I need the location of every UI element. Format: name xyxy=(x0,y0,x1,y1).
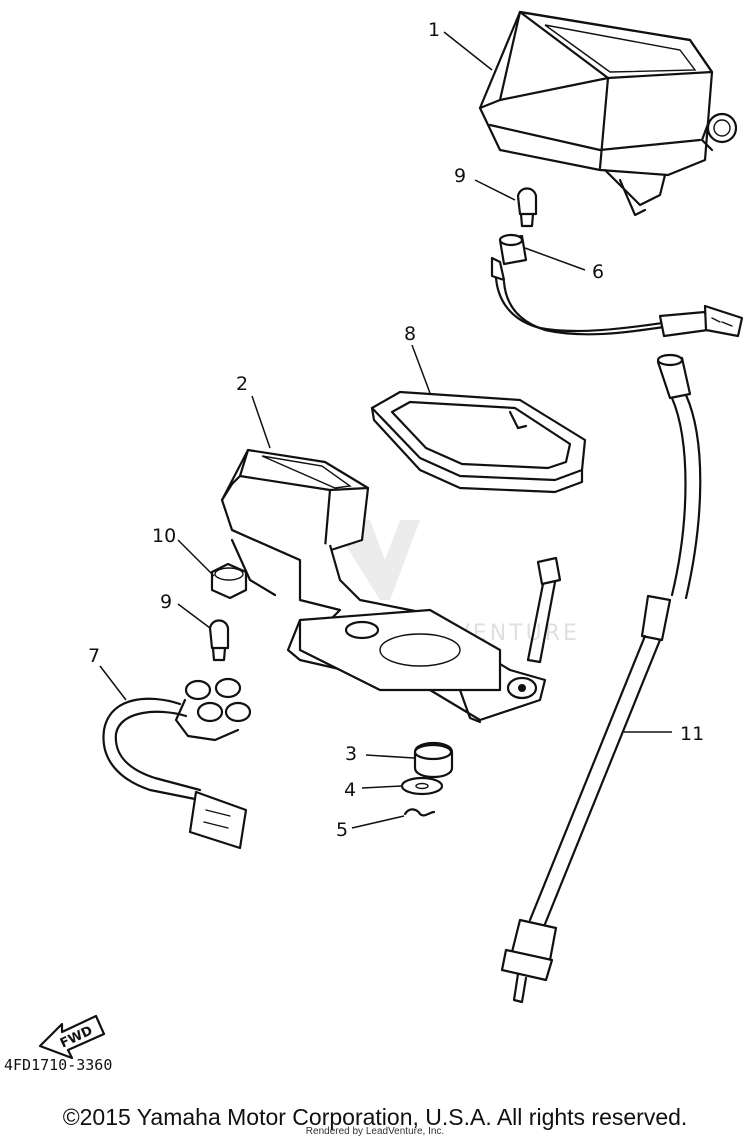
callout-labels: 1 2 3 4 5 6 7 8 9 9 10 11 xyxy=(88,19,704,841)
rendered-by-credit: Rendered by LeadVenture, Inc. xyxy=(305,1126,445,1137)
callout-8: 8 xyxy=(404,323,416,345)
callout-10: 10 xyxy=(152,525,176,547)
callout-3: 3 xyxy=(345,743,357,765)
fwd-arrow-icon: FWD xyxy=(38,1014,106,1060)
part-5-clip xyxy=(403,808,436,817)
part-11-cable xyxy=(500,353,702,1004)
callout-11: 11 xyxy=(680,723,704,745)
part-6-socket-cord xyxy=(490,233,744,338)
document-number: 4FD1710-3360 xyxy=(4,1056,113,1074)
part-9-bulb-lower xyxy=(208,619,230,662)
callout-1: 1 xyxy=(428,19,440,41)
callout-5: 5 xyxy=(336,819,348,841)
part-2-meter-bracket xyxy=(220,448,547,724)
callout-6: 6 xyxy=(592,261,604,283)
part-3-damper xyxy=(413,741,454,779)
part-1-meter-case xyxy=(478,10,738,217)
callout-2: 2 xyxy=(236,373,248,395)
leader-lines xyxy=(99,31,672,829)
callout-9-lower: 9 xyxy=(160,591,172,613)
part-8-gasket xyxy=(370,390,587,494)
callout-4: 4 xyxy=(344,779,356,801)
bolt xyxy=(526,556,562,664)
part-9-bulb-upper xyxy=(516,187,538,228)
callout-9-upper: 9 xyxy=(454,165,466,187)
part-7-harness xyxy=(102,677,252,850)
callout-7: 7 xyxy=(88,645,100,667)
part-10-grommet xyxy=(210,562,248,600)
part-4-washer xyxy=(400,776,444,796)
copyright-notice: ©2015 Yamaha Motor Corporation, U.S.A. A… xyxy=(62,1104,688,1130)
